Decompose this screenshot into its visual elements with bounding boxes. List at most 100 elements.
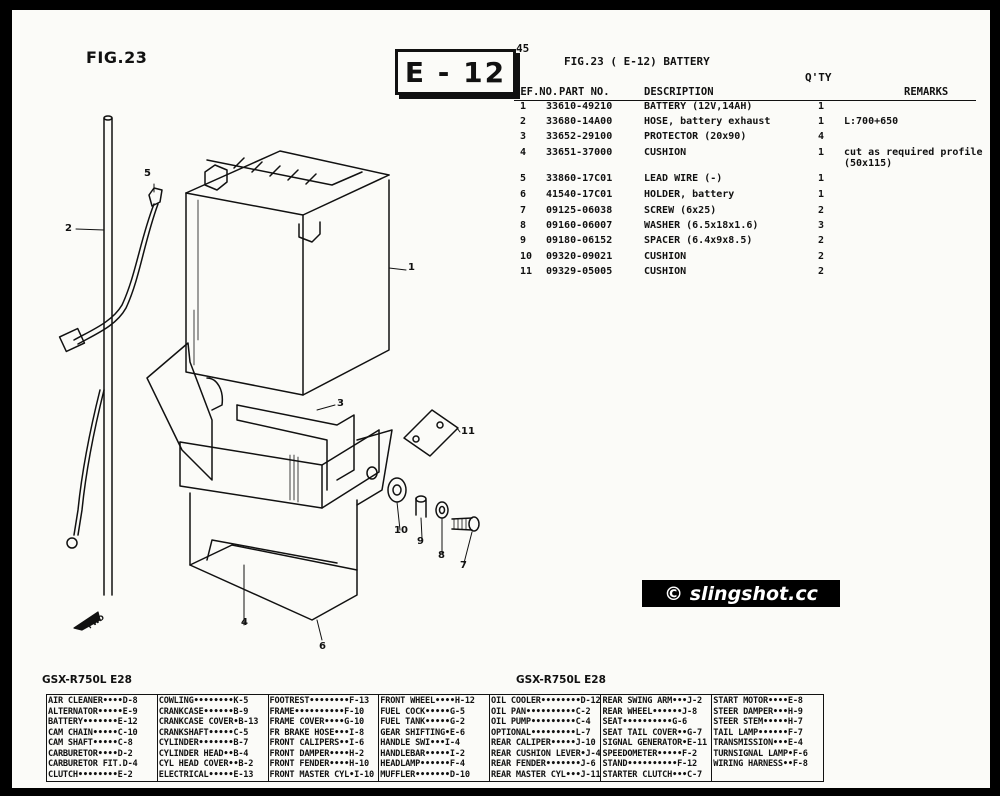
qty-cell: 1 [818, 173, 825, 184]
index-entry: HANDLE SWI•••I-4 [380, 738, 460, 748]
qty-cell: 4 [818, 131, 825, 142]
part-no-cell: 41540-17C01 [546, 189, 613, 200]
qty-cell: 1 [818, 189, 825, 200]
part-no-header: PART NO. [559, 86, 610, 98]
lead-wire-drawing [58, 187, 163, 549]
ref-no-cell: 5 [520, 173, 527, 184]
part-no-cell: 33860-17C01 [546, 173, 613, 184]
qty-cell: 1 [818, 101, 825, 112]
qty-cell: 2 [818, 266, 825, 277]
index-entry: CRANKCASE••••••B-9 [158, 706, 249, 717]
index-entry: OPTIONAL•••••••••L-7 [491, 727, 591, 738]
index-entry: CARBURETOR FIT.D-4 [48, 759, 138, 769]
index-entry: FRONT MASTER CYL•I-10 [269, 769, 375, 780]
callout-1: 1 [408, 262, 415, 273]
description-cell: HOSE, battery exhaust [644, 116, 771, 127]
index-entry: GEAR SHIFTING•E-6 [380, 727, 465, 738]
callout-leader-lines [75, 183, 473, 641]
ref-no-header: REF.NO. [514, 86, 559, 98]
part-no-cell: 33680-14A00 [546, 116, 613, 127]
callout-7: 7 [460, 560, 467, 571]
qty-cell: 1 [818, 116, 825, 127]
index-entry: ELECTRICAL•••••E-13 [158, 769, 254, 780]
front-direction-arrow [73, 611, 101, 631]
index-entry: CRANKCASE COVER•B-13 [158, 717, 259, 727]
ref-no-cell: 3 [520, 131, 527, 142]
index-entry: STARTER CLUTCH•••C-7 [602, 769, 702, 780]
index-entry: BATTERY•••••••E-12 [48, 717, 138, 727]
index-entry: FRONT FENDER••••H-10 [269, 759, 370, 769]
ref-no-cell: 2 [520, 116, 527, 127]
description-cell: CUSHION [644, 147, 687, 158]
index-entry: FRAME COVER••••G-10 [269, 717, 365, 727]
index-entry: FR BRAKE HOSE•••I-8 [269, 727, 365, 738]
part-no-cell: 09320-09021 [546, 251, 613, 262]
part-no-cell: 33652-29100 [546, 131, 613, 142]
index-entry: WIRING HARNESS••F-8 [713, 759, 808, 769]
remarks-cell: L:700+650 [844, 116, 899, 127]
index-entry: FUEL TANK•••••G-2 [380, 717, 465, 727]
index-entry: CYLINDER•••••••B-7 [158, 738, 249, 748]
callout-10: 10 [394, 525, 408, 536]
callout-8: 8 [438, 550, 445, 561]
description-header: DESCRIPTION [644, 86, 714, 98]
index-entry: CARBURETOR••••D-2 [48, 748, 133, 759]
index-entry: CAM CHAIN•••••C-10 [48, 727, 138, 738]
watermark-badge: © slingshot.cc [642, 580, 840, 607]
description-cell: BATTERY (12V,14AH) [644, 101, 753, 112]
index-entry: REAR MASTER CYL•••J-11 [491, 769, 601, 780]
callout-11: 11 [461, 426, 475, 437]
index-entry: FRAME••••••••••F-10 [269, 706, 365, 717]
parts-catalog-page: 1 2 3 4 5 6 7 8 9 10 11 FWD FIG.23 E - 1… [12, 10, 990, 788]
battery-drawing [185, 150, 390, 396]
index-entry: CLUTCH••••••••E-2 [48, 769, 133, 780]
index-entry: HANDLEBAR•••••I-2 [380, 748, 465, 759]
ref-no-cell: 1 [520, 101, 527, 112]
description-cell: WASHER (6.5x18x1.6) [644, 220, 759, 231]
index-entry: AIR CLEANER••••D-8 [48, 696, 138, 706]
callout-3: 3 [337, 398, 344, 409]
index-entry: REAR CALIPER•••••J-10 [491, 738, 596, 748]
index-entry: TRANSMISSION•••E-4 [713, 738, 803, 748]
index-entry: OIL PAN••••••••••C-2 [491, 706, 591, 717]
index-entry: SEAT TAIL COVER••G-7 [602, 727, 702, 738]
model-code-right: GSX-R750L E28 [516, 674, 606, 686]
ref-no-cell: 11 [520, 266, 533, 277]
washer-drawing [435, 501, 449, 519]
index-entry: TURNSIGNAL LAMP•F-6 [713, 748, 808, 759]
ref-no-cell: 6 [520, 189, 527, 200]
index-entry: REAR FENDER•••••••J-6 [491, 759, 596, 769]
model-code-left: GSX-R750L E28 [42, 674, 132, 686]
part-no-cell: 09160-06007 [546, 220, 613, 231]
spacer-drawing [415, 495, 427, 518]
battery-holder-drawing [146, 342, 393, 621]
page-number: 45 [516, 42, 530, 55]
callout-2: 2 [65, 223, 72, 234]
ref-no-cell: 8 [520, 220, 527, 231]
ref-no-cell: 9 [520, 235, 527, 246]
index-entry: HEADLAMP••••••F-4 [380, 759, 465, 769]
index-entry: FOOTREST••••••••F-13 [269, 696, 370, 706]
part-no-cell: 09125-06038 [546, 205, 613, 216]
ref-no-cell: 4 [520, 147, 527, 158]
remarks-header: REMARKS [904, 86, 949, 98]
index-entry: SEAT••••••••••G-6 [602, 717, 688, 727]
qty-cell: 2 [818, 251, 825, 262]
cushion-grommet-drawing [387, 477, 407, 503]
index-entry: COWLING••••••••K-5 [158, 696, 249, 706]
